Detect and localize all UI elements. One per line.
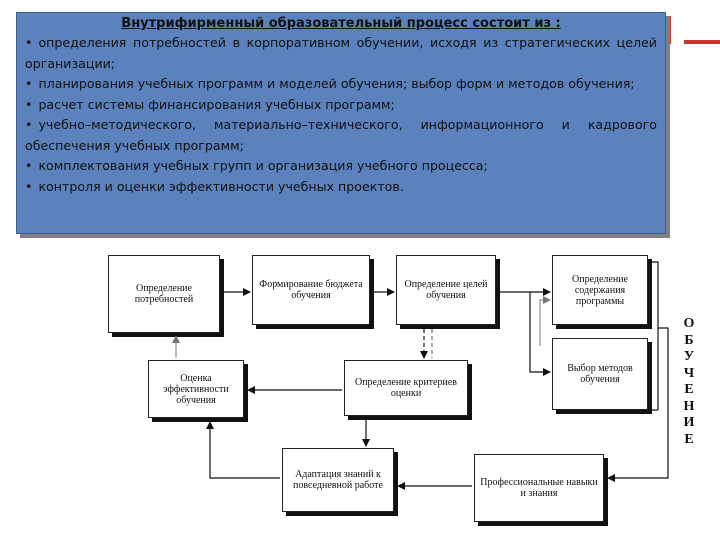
node-needs: Определение потребностей [108, 255, 220, 333]
info-item-text: контроля и оценки эффективности учебных … [38, 178, 404, 194]
info-item: •учебно–методического, материально–техни… [25, 115, 657, 156]
accent-bar [684, 40, 720, 44]
node-goals: Определение целей обучения [396, 255, 496, 325]
arrow-goals-methods [529, 292, 551, 376]
vertical-letter: У [683, 349, 695, 364]
vertical-word: О Б У Ч Е Н И Е [680, 316, 698, 448]
info-item-text: расчет системы финансирования учебных пр… [38, 96, 395, 112]
node-content: Определение содержания программы [552, 255, 648, 325]
info-item-text: определения потребностей в корпоративном… [25, 35, 657, 71]
info-item: •определения потребностей в корпоративно… [25, 33, 657, 74]
vertical-letter: Е [684, 382, 694, 397]
info-item-text: комплектования учебных групп и организац… [38, 158, 488, 173]
bullet: • [25, 117, 33, 132]
info-item: • расчет системы финансирования учебных п… [25, 95, 657, 116]
vertical-letter: И [683, 415, 695, 430]
bullet: • [25, 158, 33, 173]
arrow-feedback-top [539, 296, 551, 346]
info-box: Внутрифирменный образовательный процесс … [16, 12, 666, 234]
vertical-letter: О [683, 316, 695, 331]
node-methods: Выбор методов обучения [552, 338, 648, 410]
node-criteria: Определение критериев оценки [344, 360, 468, 416]
info-item: • планирования учебных программ и моделей… [25, 74, 657, 95]
node-adaptation: Адаптация знаний к повседневной работе [282, 448, 394, 512]
vertical-letter: Е [684, 431, 694, 447]
info-item-text: планирования учебных программ и моделей … [38, 76, 635, 91]
bullet: • [25, 35, 33, 50]
info-item: • комплектования учебных групп и организа… [25, 156, 657, 177]
node-skills: Профессиональные навыки и знания [474, 454, 604, 522]
bullet: • [25, 96, 33, 112]
vertical-letter: Ч [683, 365, 695, 381]
bullet: • [25, 178, 33, 194]
arrow-adaptation-evaluation [206, 421, 280, 479]
info-title: Внутрифирменный образовательный процесс … [121, 16, 561, 31]
vertical-letter: Н [683, 398, 695, 414]
vertical-letter: Б [684, 332, 694, 348]
bullet: • [25, 76, 33, 91]
accent-line [670, 16, 671, 44]
info-item: • контроля и оценки эффективности учебных… [25, 177, 657, 198]
node-budget: Формирование бюджета обучения [252, 255, 370, 325]
info-list: •определения потребностей в корпоративно… [25, 33, 657, 197]
info-item-text: учебно–методического, материально–технич… [25, 117, 657, 153]
node-evaluation: Оценка эффективности обучения [148, 360, 244, 418]
